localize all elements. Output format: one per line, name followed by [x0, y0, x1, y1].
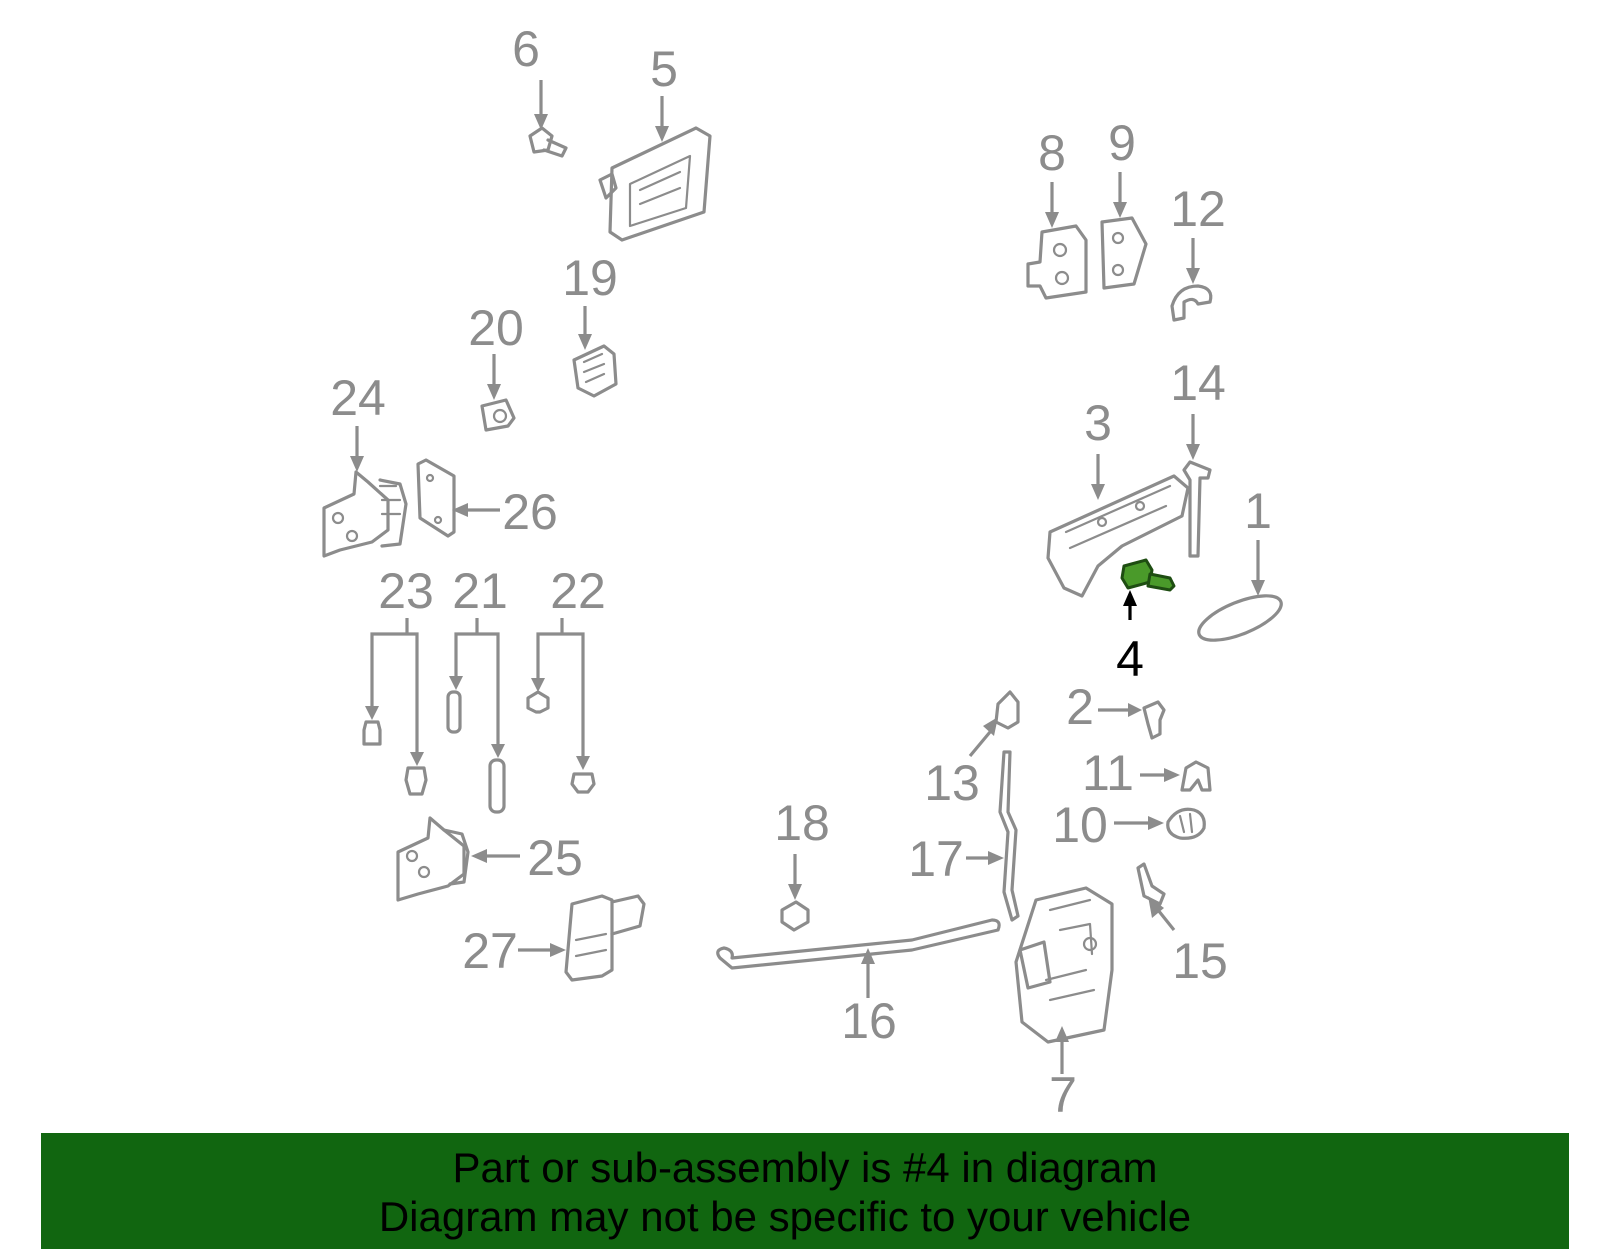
callout-6: 6 [512, 21, 540, 77]
part-18-clip: 18 [774, 795, 830, 932]
part-4-highlighted: 4 [1116, 558, 1176, 687]
callout-10: 10 [1052, 797, 1108, 853]
info-banner: Part or sub-assembly is #4 in diagram Di… [41, 1133, 1569, 1249]
part-2-screw: 2 [1066, 679, 1166, 740]
part-8-striker: 8 [1026, 125, 1088, 300]
callout-9: 9 [1108, 115, 1136, 171]
callout-15: 15 [1172, 933, 1228, 989]
part-1-cap: 1 [1197, 483, 1283, 642]
callout-5: 5 [650, 41, 678, 97]
part-20-clip: 20 [468, 300, 524, 432]
callout-14: 14 [1170, 355, 1226, 411]
part-10-grommet: 10 [1052, 797, 1206, 853]
callout-1: 1 [1244, 483, 1272, 539]
part-12-clip: 12 [1170, 181, 1226, 322]
callout-7: 7 [1049, 1067, 1077, 1123]
part-19-clip: 19 [562, 250, 618, 398]
part-23-bushings: 23 [362, 563, 434, 796]
callout-27: 27 [462, 923, 518, 979]
part-21-pins: 21 [446, 563, 508, 814]
callout-21: 21 [452, 563, 508, 619]
part-14-rod: 14 [1170, 355, 1226, 558]
callout-18: 18 [774, 795, 830, 851]
callout-16: 16 [841, 993, 897, 1049]
part-22-bushings: 22 [526, 563, 606, 794]
part-6-screw: 6 [512, 21, 568, 158]
part-9-shim: 9 [1100, 115, 1148, 290]
part-11-clip: 11 [1082, 745, 1212, 801]
callout-23: 23 [378, 563, 434, 619]
callout-25: 25 [527, 830, 583, 886]
part-24-hinge: 24 [322, 370, 408, 558]
callout-19: 19 [562, 250, 618, 306]
callout-8: 8 [1038, 125, 1066, 181]
callout-13: 13 [924, 755, 980, 811]
part-7-latch: 7 [1014, 886, 1114, 1123]
callout-24: 24 [330, 370, 386, 426]
callout-12: 12 [1170, 181, 1226, 237]
callout-11: 11 [1082, 745, 1134, 801]
part-15-clip: 15 [1136, 862, 1228, 989]
callout-26: 26 [502, 484, 558, 540]
part-13-clip: 13 [924, 690, 1020, 811]
part-26-shim: 26 [416, 458, 558, 540]
callout-20: 20 [468, 300, 524, 356]
part-17-rod: 17 [908, 750, 1020, 922]
part-25-hinge: 25 [396, 816, 583, 902]
callout-22: 22 [550, 563, 606, 619]
part-5-inside-handle: 5 [598, 41, 712, 242]
banner-part-notice: Part or sub-assembly is #4 in diagram [452, 1144, 1158, 1191]
callout-3: 3 [1084, 395, 1112, 451]
callout-2: 2 [1066, 679, 1094, 735]
banner-disclaimer: Diagram may not be specific to your vehi… [378, 1193, 1192, 1240]
part-27-check: 27 [462, 894, 646, 982]
part-3-outside-handle: 3 [1046, 395, 1190, 598]
callout-4: 4 [1116, 631, 1144, 687]
callout-17: 17 [908, 831, 964, 887]
part-16-rod: 16 [716, 918, 1001, 1049]
